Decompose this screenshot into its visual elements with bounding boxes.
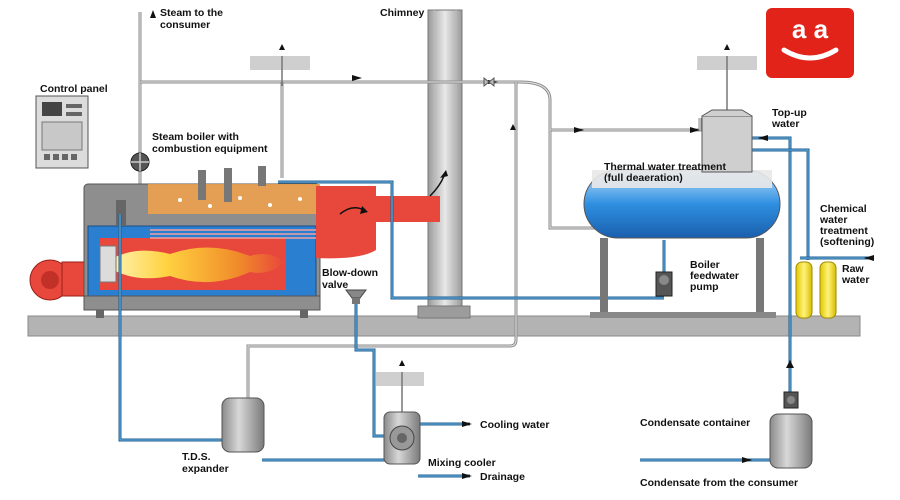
label-blow-down-1: Blow-down xyxy=(322,267,378,279)
label-feedwater-3: pump xyxy=(690,281,719,293)
steam-valve xyxy=(483,76,495,88)
label-tds-2: expander xyxy=(182,463,229,475)
chimney xyxy=(417,9,471,319)
flue-gas xyxy=(316,170,448,259)
label-chemical-1: Chemical xyxy=(820,203,867,215)
boiler-fittings xyxy=(116,152,266,226)
ground-slab xyxy=(27,315,861,337)
control-panel xyxy=(35,95,89,169)
label-chimney: Chimney xyxy=(380,7,425,19)
deaerator-tank xyxy=(583,109,781,318)
label-thermal-water-1: Thermal water treatment xyxy=(604,161,726,173)
label-thermal-water-2: (full deaeration) xyxy=(604,172,683,184)
burner-fan xyxy=(29,259,89,301)
label-condensate-container: Condensate container xyxy=(640,417,750,429)
label-condensate-from-consumer: Condensate from the consumer xyxy=(640,477,798,489)
label-top-up-water-2: water xyxy=(771,118,799,130)
label-top-up-water-1: Top-up xyxy=(772,107,807,119)
blow-down-valve xyxy=(345,289,367,304)
tds-expander-vessel xyxy=(221,397,265,453)
label-chemical-4: (softening) xyxy=(820,236,874,248)
condensate-container-vessel xyxy=(769,391,813,469)
label-steam-to-consumer-2: consumer xyxy=(160,19,210,31)
label-drainage: Drainage xyxy=(480,471,525,483)
label-steam-boiler-2: combustion equipment xyxy=(152,143,268,155)
label-cooling-water: Cooling water xyxy=(480,419,549,431)
steam-pipe xyxy=(138,12,702,400)
mixing-cooler-vessel xyxy=(383,411,421,465)
label-raw-water-1: Raw xyxy=(842,263,864,275)
label-raw-water-2: water xyxy=(841,274,869,286)
label-feedwater-2: feedwater xyxy=(690,270,739,282)
label-blow-down-2: valve xyxy=(322,279,348,291)
label-mixing-cooler: Mixing cooler xyxy=(428,457,496,469)
vent-stacks xyxy=(250,44,757,414)
feedwater-pump xyxy=(655,271,673,297)
label-steam-boiler-1: Steam boiler with xyxy=(152,131,239,143)
label-steam-to-consumer-1: Steam to the xyxy=(160,7,223,19)
label-control-panel: Control panel xyxy=(40,83,108,95)
label-tds-1: T.D.S. xyxy=(182,451,211,463)
softening-cylinders xyxy=(795,261,837,319)
label-chemical-3: treatment xyxy=(820,225,868,237)
steam-boiler xyxy=(83,183,321,318)
brand-logo: a a xyxy=(766,8,854,78)
label-feedwater-1: Boiler xyxy=(690,259,720,271)
label-chemical-2: water xyxy=(819,214,847,226)
brand-logo-text: a a xyxy=(792,14,829,44)
